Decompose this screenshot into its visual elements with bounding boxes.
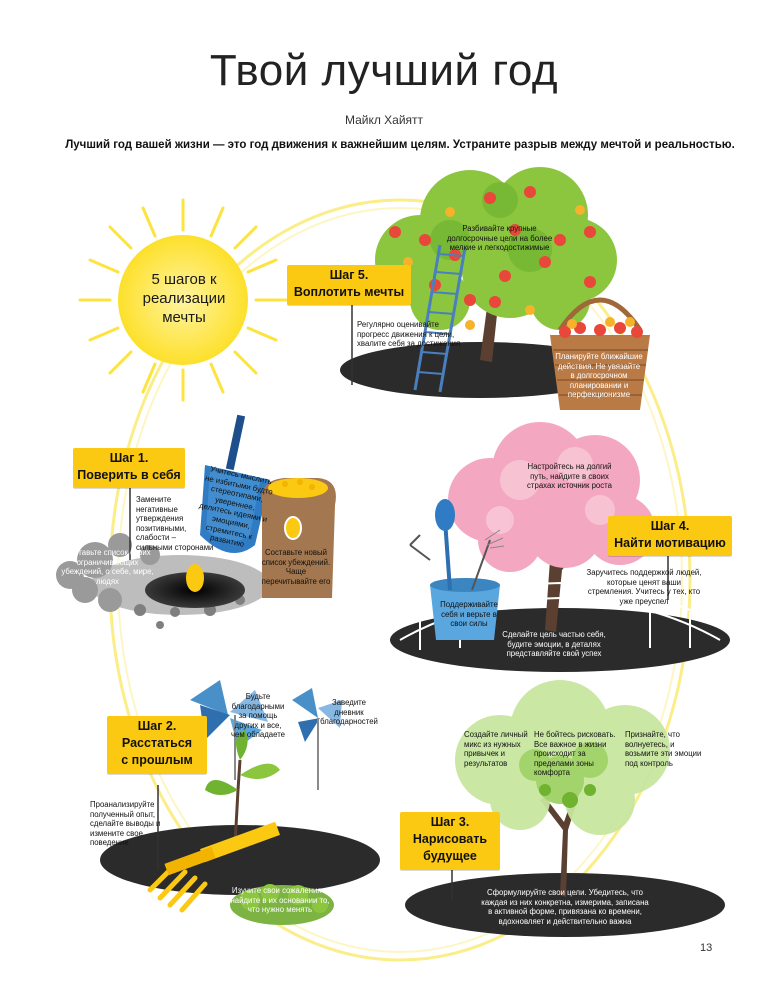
step2-note-diary: Заведите дневник благодарностей xyxy=(320,698,378,727)
step2-note-regrets: Изучите свои сожаления и найдите в их ос… xyxy=(230,886,330,915)
plant-icon xyxy=(100,730,380,895)
step4-note-bucket: Поддерживайте себя и верьте в свои силы xyxy=(440,600,498,629)
step1-note-stones: Составьте список своих ограничивающих уб… xyxy=(61,548,154,586)
step2-label: Шаг 2. Расстаться с прошлым xyxy=(107,716,207,774)
soil-pile-icon xyxy=(56,533,270,629)
rake-icon xyxy=(147,821,280,913)
step1-note-bag: Составьте новый список убеждений. Чаще п… xyxy=(261,548,331,586)
step4-label: Шаг 4. Найти мотивацию xyxy=(608,516,732,556)
ladder-icon xyxy=(413,244,467,393)
step3-note-fear: Не бойтесь рисковать. Все важное в жизни… xyxy=(534,730,616,778)
step2-note-thanks: Будьте благодарными за помощь других и в… xyxy=(230,692,286,740)
step4-note-joyful: Сделайте цель частью себя, будите эмоции… xyxy=(502,630,606,659)
step5-note-plan: Планируйте ближайшие действия. Не увязай… xyxy=(555,352,643,400)
moss-icon xyxy=(230,884,334,925)
pinwheel-icon xyxy=(190,680,342,790)
page-title: Твой лучший год xyxy=(209,46,559,95)
step3-note-mix: Создайте личный микс из нужных привычек … xyxy=(464,730,528,768)
step3-note-formulate: Сформулируйте свои цели. Убедитесь, что … xyxy=(481,888,649,926)
step3-note-admit: Признайте, что волнуетесь, и возьмите эт… xyxy=(625,730,702,768)
page-number: 13 xyxy=(700,942,713,954)
step2-note-analyze: Проанализируйте полученный опыт, сделайт… xyxy=(90,800,161,848)
seed-icon xyxy=(186,564,204,592)
author-name: Майкл Хайятт xyxy=(344,113,424,127)
step5-note-split: Разбивайте крупные долгосрочные цели на … xyxy=(446,224,553,253)
basket-icon xyxy=(550,297,650,410)
step4-note-tune: Настройтесь на долгий путь, найдите в св… xyxy=(527,462,612,491)
lead-text: Лучший год вашей жизни — это год движени… xyxy=(65,139,735,151)
step5-note-evaluate: Регулярно оценивайте прогресс движения к… xyxy=(357,320,461,349)
bucket-icon xyxy=(409,499,505,640)
sun-icon xyxy=(78,198,288,402)
shovel-icon xyxy=(200,414,270,553)
sun-caption: 5 шагов к реализации мечты xyxy=(142,271,226,326)
step1-label: Шаг 1. Поверить в себя xyxy=(73,448,185,488)
bag-icon xyxy=(261,478,336,598)
step1-note-replace: Замените негативные утверждения позитивн… xyxy=(136,495,214,552)
step3-label: Шаг 3. Нарисовать будущее xyxy=(400,812,500,870)
step5-label: Шаг 5. Воплотить мечты xyxy=(287,265,411,305)
apple-tree-icon xyxy=(340,167,620,398)
step4-note-support: Заручитесь поддержкой людей, которые цен… xyxy=(586,568,702,606)
young-tree-icon xyxy=(405,680,725,937)
